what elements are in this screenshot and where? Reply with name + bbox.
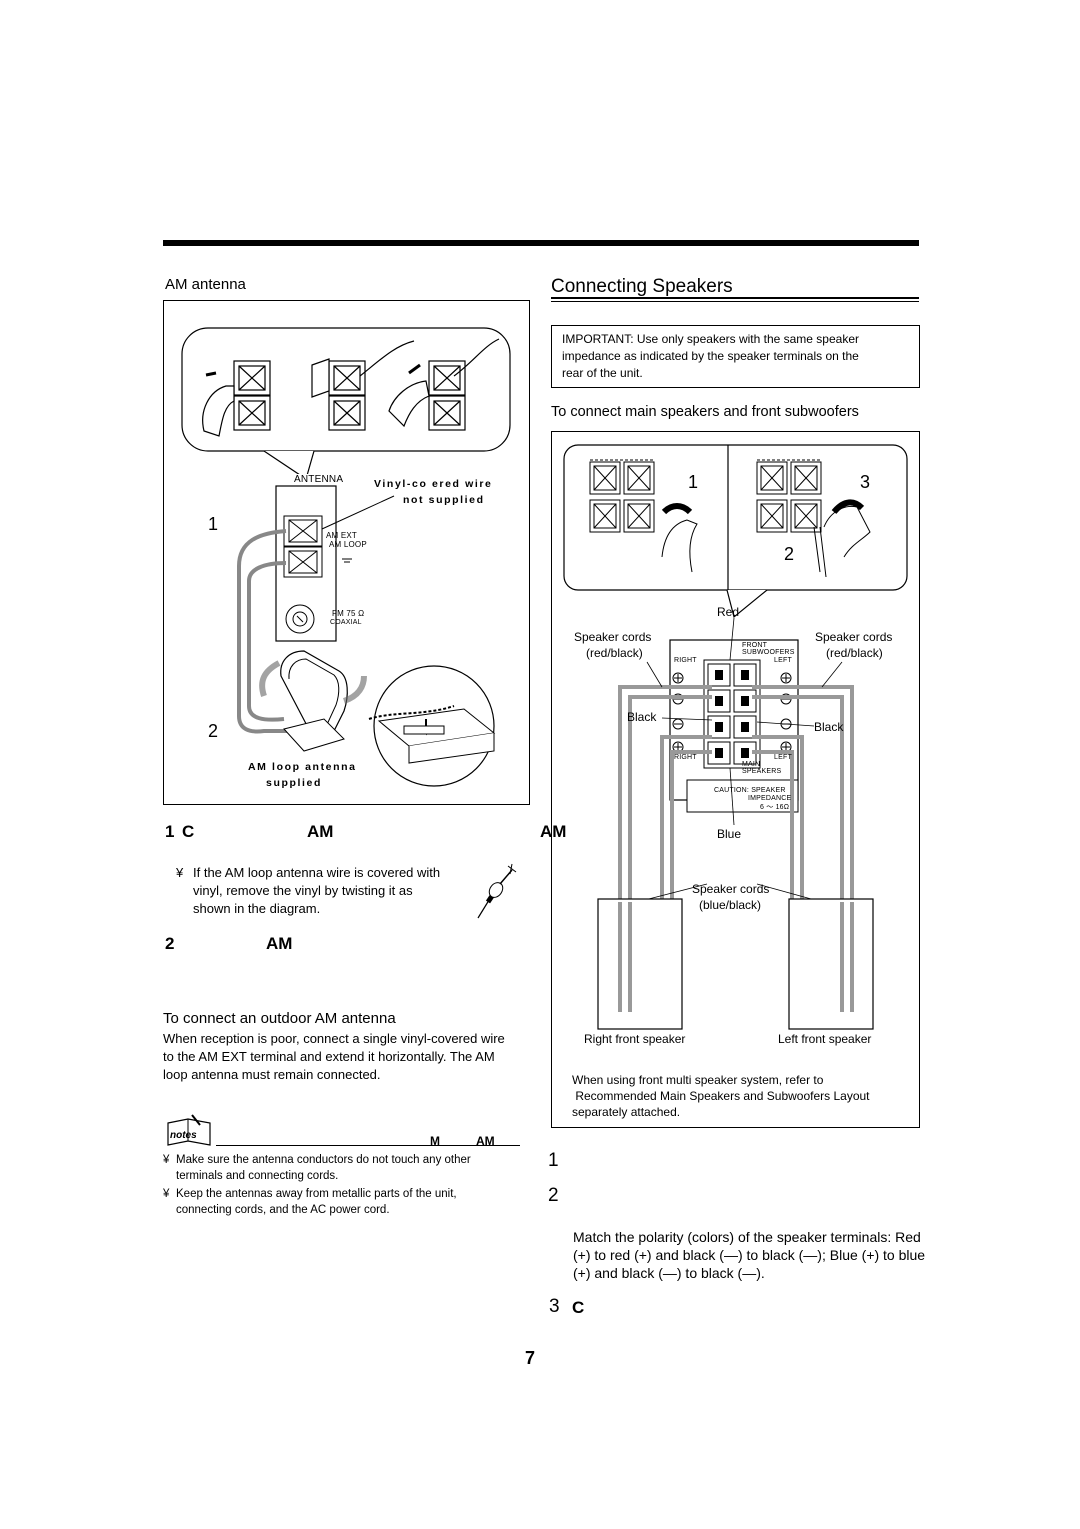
bullet-mark: ¥ xyxy=(176,865,184,880)
multi-speaker-note-3: separately attached. xyxy=(572,1105,681,1119)
polarity-line-1: Match the polarity (colors) of the speak… xyxy=(573,1229,921,1245)
blue-label: Blue xyxy=(717,827,742,841)
polarity-line-3: (+) and black (—) to black (—). xyxy=(573,1265,765,1281)
cords-blue-2: (blue/black) xyxy=(699,898,762,912)
speaker-step-3-c: C xyxy=(572,1298,585,1317)
note-1-bullet: ¥ xyxy=(163,1154,170,1166)
am-antenna-diagram: ANTENNA Vinyl-co ered wire not supplied … xyxy=(163,300,530,805)
speaker-callout-2: 2 xyxy=(784,544,795,564)
antenna-label: ANTENNA xyxy=(292,474,346,485)
speakers-subheading: To connect main speakers and front subwo… xyxy=(551,404,859,420)
ohms-label: 6 〜 16Ω xyxy=(760,804,790,811)
left-front-speaker-label: Left front speaker xyxy=(778,1032,872,1046)
page-number: 7 xyxy=(525,1348,536,1368)
important-line-1: IMPORTANT: Use only speakers with the sa… xyxy=(562,332,859,346)
left-top-label: LEFT xyxy=(774,657,792,664)
cords-right-2: (red/black) xyxy=(826,646,883,660)
note-2-line-2: connecting cords, and the AC power cord. xyxy=(176,1204,390,1216)
outdoor-heading: To connect an outdoor AM antenna xyxy=(163,1010,396,1027)
speaker-step-1: 1 xyxy=(548,1150,559,1171)
callout-2: 2 xyxy=(208,721,219,741)
am-loop-label: AM LOOP xyxy=(329,540,367,549)
notes-m: M xyxy=(430,1134,440,1148)
vinyl-wire-label: Vinyl-co ered wire xyxy=(374,478,493,490)
front-label: FRONT xyxy=(742,642,768,649)
cords-blue-1: Speaker cords xyxy=(692,882,770,896)
callout-1: 1 xyxy=(208,514,219,534)
step-1-c: C xyxy=(182,822,195,841)
speakers-label: SPEAKERS xyxy=(742,768,782,775)
cords-left-1: Speaker cords xyxy=(574,630,652,644)
impedance-label: IMPEDANCE xyxy=(748,795,792,802)
multi-speaker-note-1: When using front multi speaker system, r… xyxy=(572,1073,824,1087)
note-1-line-2: terminals and connecting cords. xyxy=(176,1170,339,1182)
am-ext-label: AM EXT xyxy=(326,531,357,540)
black-left-label: Black xyxy=(627,710,657,724)
coaxial-label: COAXIAL xyxy=(330,619,362,626)
step-1-am: AM xyxy=(307,822,334,841)
black-right-label: Black xyxy=(814,720,844,734)
vinyl-line-2: vinyl, remove the vinyl by twisting it a… xyxy=(193,883,413,898)
vinyl-line-3: shown in the diagram. xyxy=(193,901,321,916)
note-2-line-1: Keep the antennas away from metallic par… xyxy=(176,1188,457,1200)
red-label: Red xyxy=(717,605,740,619)
speaker-callout-1: 1 xyxy=(688,472,699,492)
twist-wire-icon xyxy=(477,863,517,919)
step-1-am-2: AM xyxy=(540,822,567,841)
notes-rule xyxy=(216,1145,520,1146)
notes-am: AM xyxy=(476,1134,495,1148)
top-rule xyxy=(163,240,919,246)
cords-right-1: Speaker cords xyxy=(815,630,893,644)
step-2-number: 2 xyxy=(165,934,175,953)
important-line-3: rear of the unit. xyxy=(562,366,643,380)
step-1-number: 1 xyxy=(165,822,175,841)
connecting-speakers-title: Connecting Speakers xyxy=(551,276,733,297)
speaker-step-3: 3 xyxy=(549,1296,560,1317)
am-loop-supplied-label: supplied xyxy=(266,777,322,789)
speaker-wiring-illustration xyxy=(563,444,908,1030)
step-2-am: AM xyxy=(266,934,293,953)
speaker-callout-3: 3 xyxy=(860,472,871,492)
note-2-bullet: ¥ xyxy=(163,1188,170,1200)
am-loop-antenna-label: AM loop antenna xyxy=(248,761,357,773)
speaker-step-2: 2 xyxy=(548,1185,559,1206)
am-antenna-illustration xyxy=(181,327,511,787)
fm-label: FM 75 Ω xyxy=(332,609,365,618)
title-rule xyxy=(551,297,919,302)
important-line-2: impedance as indicated by the speaker te… xyxy=(562,349,859,363)
left-bottom-label: LEFT xyxy=(774,754,792,761)
important-box: IMPORTANT: Use only speakers with the sa… xyxy=(551,325,920,388)
notes-badge-icon xyxy=(167,1114,211,1146)
notes-badge-text: notes xyxy=(170,1130,197,1141)
outdoor-line-1: When reception is poor, connect a single… xyxy=(163,1031,505,1046)
right-bottom-label: RIGHT xyxy=(674,754,697,761)
vinyl-wire-supplied: not supplied xyxy=(403,494,485,506)
outdoor-line-3: loop antenna must remain connected. xyxy=(163,1067,381,1082)
right-front-speaker-label: Right front speaker xyxy=(584,1032,686,1046)
speaker-diagram: 1 2 3 Red Speaker cords (red/black) Spea… xyxy=(551,431,920,1128)
cords-left-2: (red/black) xyxy=(586,646,643,660)
main-label: MAIN xyxy=(742,761,761,768)
polarity-line-2: (+) to red (+) and black (—) to black (—… xyxy=(573,1247,926,1263)
outdoor-line-2: to the AM EXT terminal and extend it hor… xyxy=(163,1049,495,1064)
subwoofers-label: SUBWOOFERS xyxy=(742,649,795,656)
am-antenna-heading: AM antenna xyxy=(165,276,246,293)
right-top-label: RIGHT xyxy=(674,657,697,664)
vinyl-line-1: If the AM loop antenna wire is covered w… xyxy=(193,865,441,880)
caution-label: CAUTION: SPEAKER xyxy=(714,787,786,794)
note-1-line-1: Make sure the antenna conductors do not … xyxy=(176,1154,471,1166)
multi-speaker-note-2: Recommended Main Speakers and Subwoofers… xyxy=(572,1089,870,1103)
